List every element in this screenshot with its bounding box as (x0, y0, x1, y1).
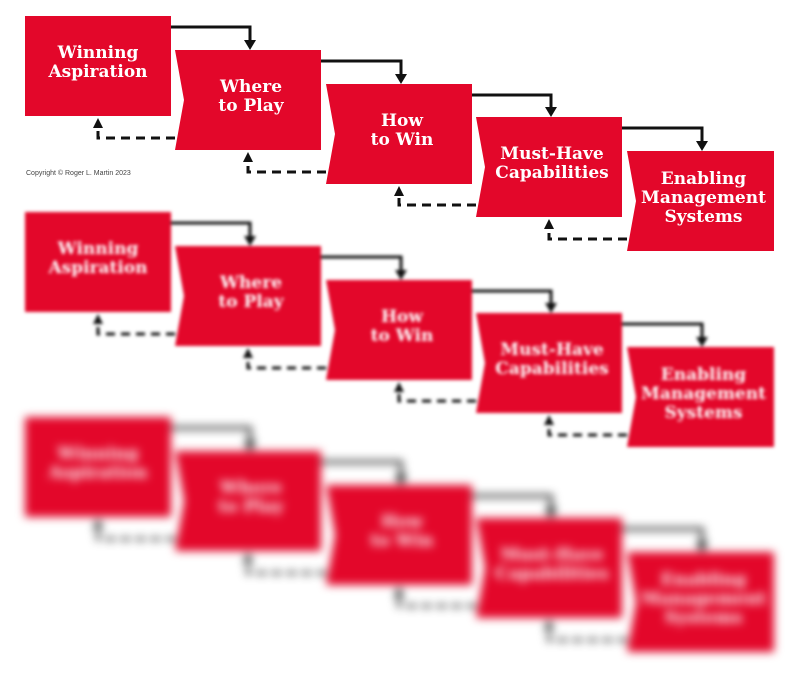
forward-arrow (171, 25, 252, 41)
feedback-arrowhead (394, 587, 404, 597)
feedback-arrow (96, 126, 175, 140)
step-box-shape (326, 485, 472, 585)
feedback-arrowhead (544, 620, 554, 630)
step-box-shape (627, 151, 774, 251)
step-label: Winning Aspiration (48, 444, 148, 483)
feedback-arrowhead (243, 152, 253, 162)
diagram-shapes (25, 16, 774, 251)
forward-arrowhead (696, 337, 708, 347)
feedback-arrowhead (544, 219, 554, 229)
step-box-shape (627, 347, 774, 447)
step-label: Where to Play (218, 273, 284, 312)
step-box-shape (326, 84, 472, 184)
forward-arrowhead (696, 141, 708, 151)
feedback-arrow (246, 561, 326, 575)
forward-arrow (622, 322, 704, 338)
forward-arrowhead (244, 441, 256, 451)
step-label: Must-Have Capabilities (495, 545, 609, 584)
forward-arrowhead (545, 508, 557, 518)
forward-arrowhead (545, 107, 557, 117)
feedback-arrow (397, 194, 476, 207)
feedback-arrow (547, 423, 627, 437)
step-label: Winning Aspiration (48, 239, 148, 278)
forward-arrow (321, 460, 403, 476)
step-label: How to Win (370, 512, 434, 551)
forward-arrowhead (395, 475, 407, 485)
feedback-arrowhead (394, 186, 404, 196)
step-box-shape (476, 518, 622, 618)
step-box-shape (627, 552, 774, 652)
feedback-arrowhead (394, 382, 404, 392)
forward-arrow (171, 426, 252, 442)
feedback-arrow (547, 227, 627, 241)
step-box-shape (25, 16, 171, 116)
step-label: How to Win (370, 307, 434, 346)
forward-arrow (321, 255, 403, 271)
forward-arrowhead (696, 542, 708, 552)
forward-arrow (472, 494, 553, 509)
forward-arrow (472, 289, 553, 304)
forward-arrow (622, 527, 704, 543)
step-label: Where to Play (218, 77, 284, 116)
step-box-shape (25, 417, 171, 517)
feedback-arrow (397, 595, 476, 608)
feedback-arrow (547, 628, 627, 642)
step-label: Where to Play (218, 478, 284, 517)
copyright-text: Copyright © Roger L. Martin 2023 (26, 170, 131, 177)
step-label: Must-Have Capabilities (495, 340, 609, 379)
forward-arrowhead (395, 74, 407, 84)
feedback-arrow (246, 160, 326, 174)
feedback-arrowhead (93, 519, 103, 529)
feedback-arrowhead (243, 348, 253, 358)
diagram-shapes (25, 212, 774, 447)
feedback-arrow (96, 527, 175, 541)
step-box-shape (476, 313, 622, 413)
forward-arrow (622, 126, 704, 142)
step-label: Must-Have Capabilities (495, 144, 609, 183)
step-label: Enabling Management Systems (641, 168, 766, 227)
step-box-shape (476, 117, 622, 217)
step-label: Enabling Management Systems (641, 569, 766, 628)
feedback-arrowhead (93, 118, 103, 128)
forward-arrowhead (244, 40, 256, 50)
feedback-arrow (397, 390, 476, 403)
diagram-shapes (25, 417, 774, 652)
step-box-shape (25, 212, 171, 312)
forward-arrow (171, 221, 252, 237)
step-box-shape (175, 246, 321, 346)
forward-arrowhead (395, 270, 407, 280)
feedback-arrowhead (544, 415, 554, 425)
step-box-shape (326, 280, 472, 380)
feedback-arrowhead (243, 553, 253, 563)
forward-arrowhead (545, 303, 557, 313)
feedback-arrow (246, 356, 326, 370)
forward-arrowhead (244, 236, 256, 246)
step-label: Enabling Management Systems (641, 364, 766, 423)
feedback-arrowhead (93, 314, 103, 324)
feedback-arrow (96, 322, 175, 336)
step-label: Winning Aspiration (48, 43, 148, 82)
forward-arrow (321, 59, 403, 75)
forward-arrow (472, 93, 553, 108)
step-box-shape (175, 451, 321, 551)
step-label: How to Win (370, 111, 434, 150)
step-box-shape (175, 50, 321, 150)
